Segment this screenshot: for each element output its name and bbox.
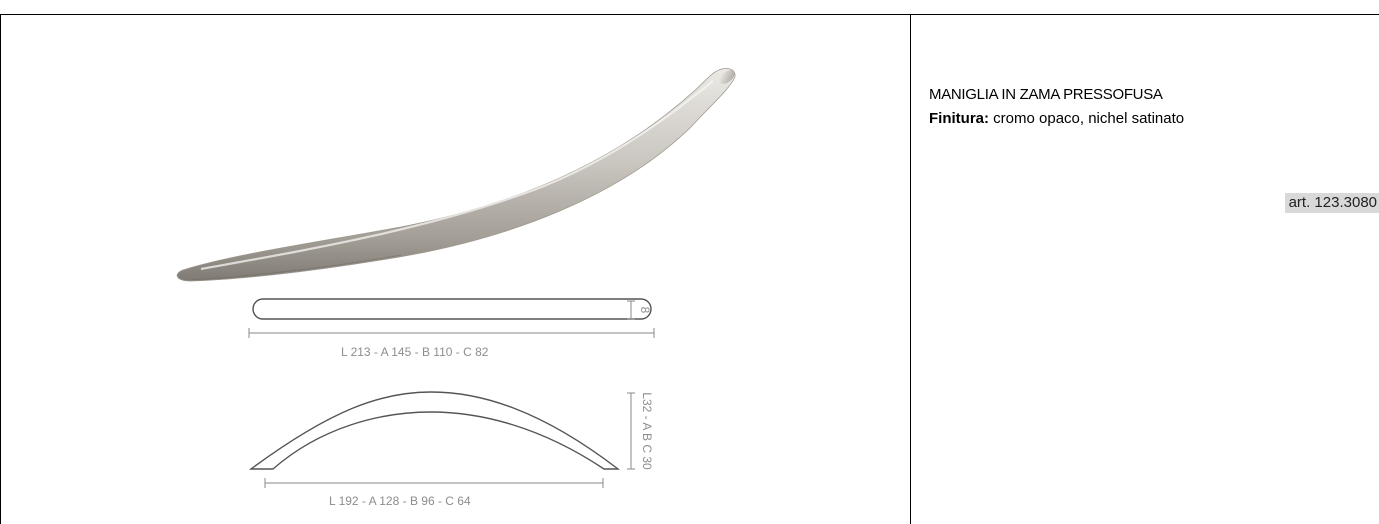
handle-photo xyxy=(176,68,736,282)
side-view-drawing: L 192 - A 128 - B 96 - C 64 L32 - A B C … xyxy=(248,391,654,508)
height-dimension-label: L32 - A B C 30 xyxy=(640,392,654,470)
product-title: MANIGLIA IN ZAMA PRESSOFUSA xyxy=(929,86,1163,103)
finish-label: Finitura: xyxy=(929,110,989,127)
side-view-dimension-label: L 192 - A 128 - B 96 - C 64 xyxy=(329,494,471,508)
product-figure: L 213 - A 145 - B 110 - C 82 8 L 192 - A… xyxy=(176,68,736,508)
product-image-cell: L 213 - A 145 - B 110 - C 82 8 L 192 - A… xyxy=(0,15,911,524)
thickness-dimension-label: 8 xyxy=(638,307,652,314)
top-view-dimension-label: L 213 - A 145 - B 110 - C 82 xyxy=(341,345,489,359)
finish-value: cromo opaco, nichel satinato xyxy=(989,110,1185,127)
top-view-drawing: L 213 - A 145 - B 110 - C 82 8 xyxy=(248,298,655,359)
article-code: art. 123.3080 xyxy=(1284,193,1379,213)
finish-line: Finitura: cromo opaco, nichel satinato xyxy=(929,110,1184,127)
product-info-cell: MANIGLIA IN ZAMA PRESSOFUSA Finitura: cr… xyxy=(911,15,1379,524)
product-sheet: L 213 - A 145 - B 110 - C 82 8 L 192 - A… xyxy=(0,14,1379,524)
